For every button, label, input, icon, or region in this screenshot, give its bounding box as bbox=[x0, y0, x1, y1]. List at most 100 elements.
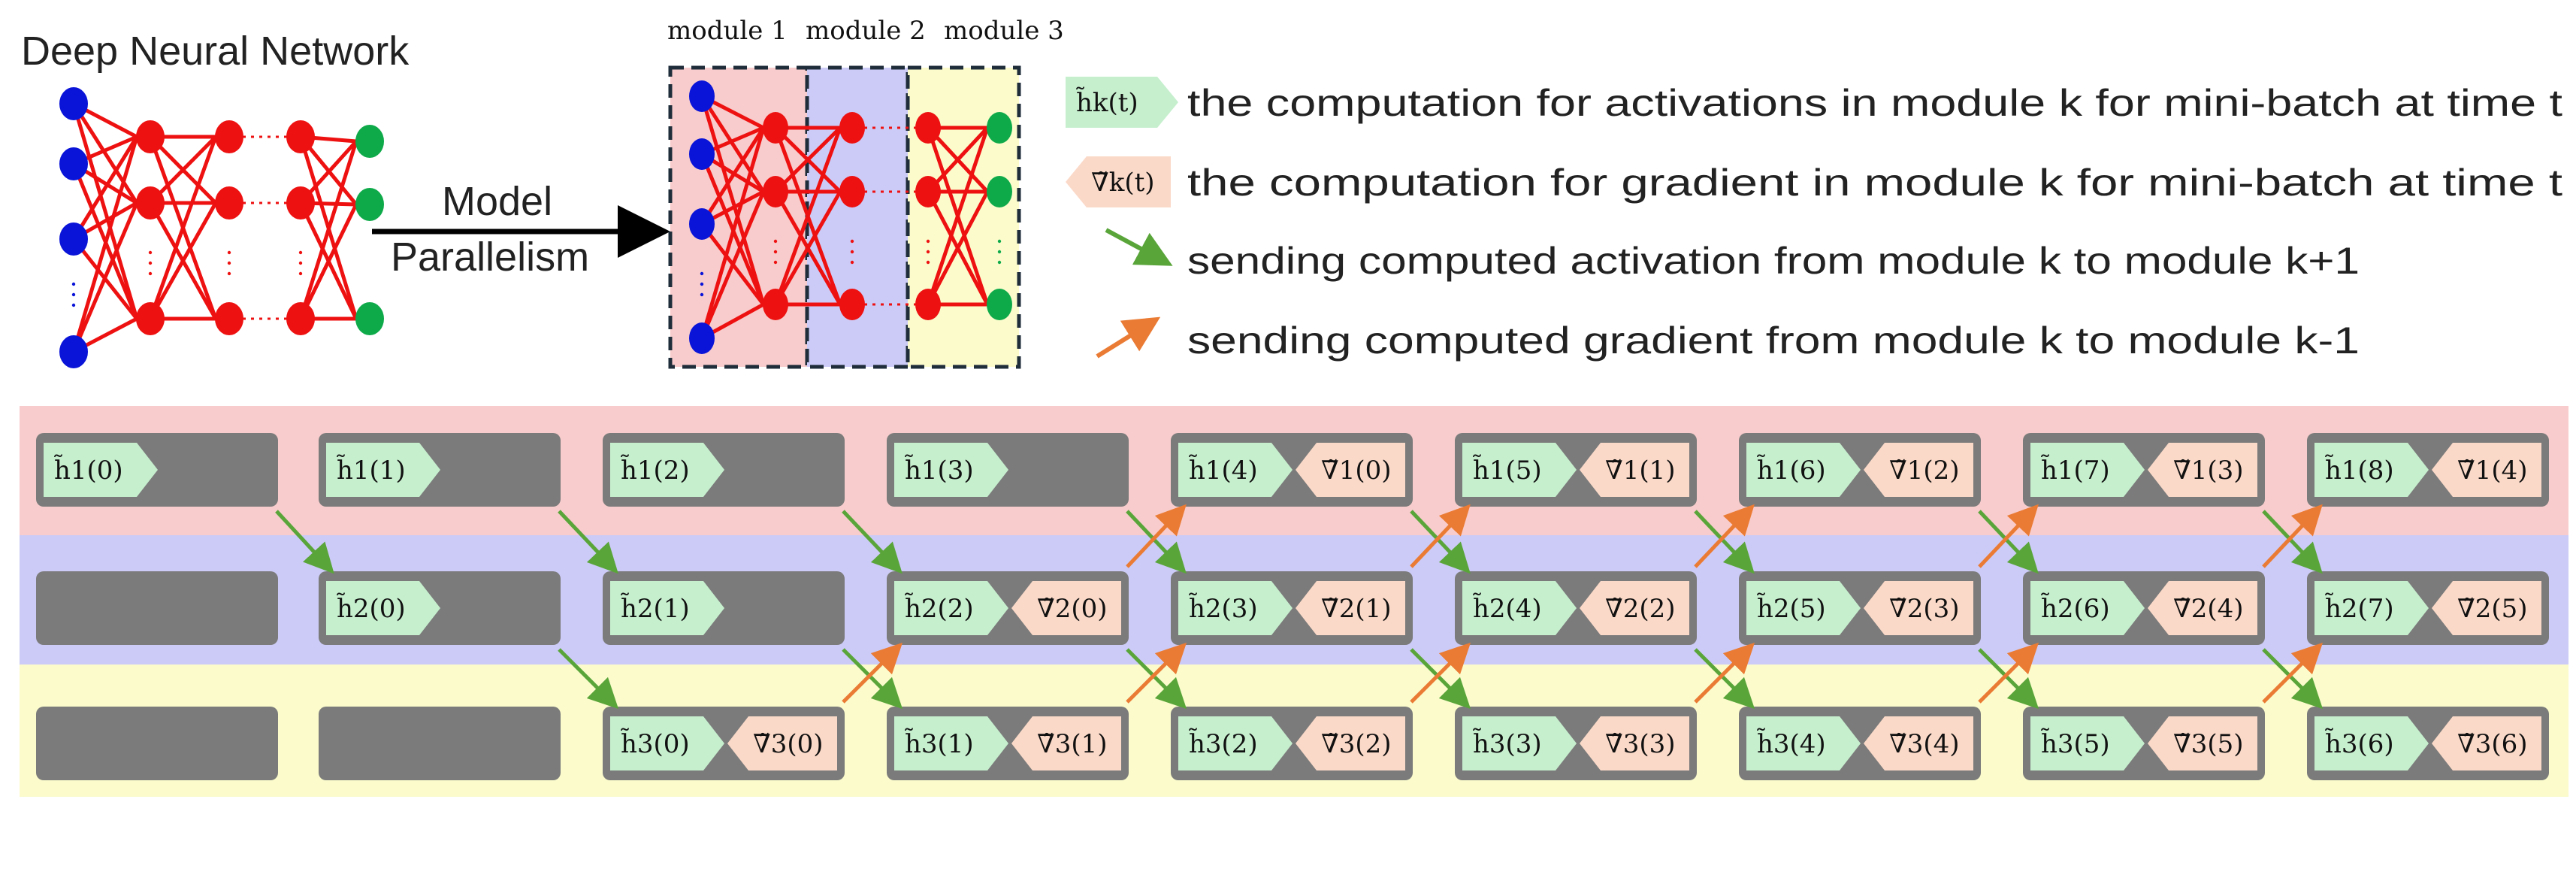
activation-tag-shape bbox=[326, 443, 440, 497]
cell-activation: h̃3(3) bbox=[1462, 716, 1577, 770]
send-gradient-arrow bbox=[1126, 642, 1187, 704]
dnn-edge bbox=[71, 136, 139, 353]
input-node bbox=[689, 322, 715, 354]
cell-activation: h̃1(6) bbox=[1746, 443, 1861, 497]
gradient-tag-shape bbox=[727, 716, 837, 770]
send-gradient-arrow bbox=[842, 642, 903, 704]
activation-tag-shape bbox=[894, 581, 1008, 635]
gradient-label: ∇̃1(3) bbox=[2173, 456, 2244, 486]
send-gradient-arrow bbox=[1126, 504, 1187, 568]
pipeline-cell: h̃2(1) bbox=[603, 571, 845, 645]
dnn-edge bbox=[773, 127, 842, 305]
activation-label: h̃2(7) bbox=[2325, 593, 2394, 624]
activation-label: h̃2(3) bbox=[1189, 593, 1258, 624]
legend-text: the computation for activations in modul… bbox=[1187, 82, 2562, 124]
dnn-ellipsis-dot bbox=[71, 282, 76, 286]
gradient-label: ∇̃3(6) bbox=[2457, 729, 2528, 759]
cell-gradient: ∇̃2(0) bbox=[1011, 581, 1121, 635]
cell-activation: h̃1(7) bbox=[2030, 443, 2145, 497]
gradient-tag-shape bbox=[1296, 443, 1405, 497]
activation-label: h̃1(8) bbox=[2325, 455, 2394, 486]
legend-text: the computation for gradient in module k… bbox=[1187, 162, 2562, 204]
legend-gradient-icon: ∇̃k(t) bbox=[1066, 156, 1171, 207]
hidden-node bbox=[763, 176, 788, 207]
gradient-label: ∇̃1(2) bbox=[1889, 456, 1960, 486]
hidden-node bbox=[286, 302, 315, 335]
dnn-ellipsis-dot bbox=[227, 250, 231, 255]
pipeline-cell: h̃2(3) ∇̃2(1) bbox=[1171, 571, 1413, 645]
pipeline-schedule: h̃1(0)h̃1(1)h̃1(2)h̃1(3)h̃1(4)∇̃1(0)h̃1(… bbox=[20, 406, 2568, 797]
dnn-ellipsis-dot bbox=[700, 271, 704, 276]
activation-tag-shape bbox=[2030, 716, 2145, 770]
partitioned-neural-network-graph bbox=[689, 80, 1012, 354]
output-node bbox=[987, 112, 1012, 144]
pipeline-cell: h̃2(6)∇̃2(4) bbox=[2023, 571, 2265, 645]
send-activation-arrow bbox=[558, 648, 619, 710]
pipeline-cell: h̃2(4)∇̃2(2) bbox=[1455, 571, 1697, 645]
input-node bbox=[689, 80, 715, 112]
send-gradient-arrow bbox=[1694, 504, 1755, 568]
gradient-arrows bbox=[842, 504, 2324, 704]
pipeline-cell: h̃3(2)∇̃3(2) bbox=[1171, 707, 1413, 780]
send-gradient-arrow bbox=[1410, 642, 1471, 704]
input-node bbox=[689, 138, 715, 170]
hidden-node bbox=[839, 176, 865, 207]
activation-label: h̃2(1) bbox=[621, 593, 690, 624]
send-gradient-arrow bbox=[2262, 504, 2323, 568]
legend: h̃k(t)the computation for activations in… bbox=[1066, 77, 2562, 362]
cell-activation: h̃3(4) bbox=[1746, 716, 1861, 770]
hidden-node bbox=[763, 289, 788, 320]
activation-label: h̃1(2) bbox=[621, 455, 690, 486]
output-node bbox=[355, 188, 384, 221]
cell-gradient: ∇̃3(1) bbox=[1011, 716, 1121, 770]
dnn-edge bbox=[71, 103, 139, 319]
dnn-ellipsis-dot bbox=[700, 282, 704, 286]
cell-activation: h̃2(7) bbox=[2314, 581, 2429, 635]
pipeline-cell: h̃1(2) bbox=[603, 433, 845, 507]
legend-text: sending computed activation from module … bbox=[1187, 240, 2360, 282]
legend-orange-arrow-icon bbox=[1096, 316, 1161, 359]
dnn-ellipsis-dot bbox=[773, 239, 778, 244]
pipeline-cell bbox=[319, 707, 561, 780]
gradient-label: ∇̃3(0) bbox=[753, 729, 824, 759]
gradient-label: ∇̃3(3) bbox=[1605, 729, 1676, 759]
gradient-tag-shape bbox=[1580, 443, 1689, 497]
hidden-node bbox=[136, 120, 165, 153]
module-2-box bbox=[805, 65, 910, 369]
module-1-label: module 1 bbox=[667, 16, 788, 46]
dnn-edge bbox=[700, 95, 766, 305]
dnn-ellipsis-dot bbox=[926, 260, 930, 265]
send-gradient-arrow bbox=[1978, 504, 2039, 568]
dnn-title: Deep Neural Network bbox=[21, 29, 410, 74]
activation-label: h̃1(4) bbox=[1189, 455, 1258, 486]
pipeline-cell: h̃1(7) ∇̃1(3) bbox=[2023, 433, 2265, 507]
deep-neural-network-graph bbox=[59, 87, 384, 368]
hidden-node bbox=[915, 112, 941, 144]
activation-tag-shape bbox=[1178, 581, 1293, 635]
pipeline-cell: h̃2(5)∇̃2(3) bbox=[1739, 571, 1981, 645]
pipeline-cell bbox=[36, 571, 278, 645]
gradient-label: ∇̃2(1) bbox=[1321, 594, 1392, 624]
hidden-node bbox=[915, 176, 941, 207]
cell-activation: h̃1(4) bbox=[1178, 443, 1293, 497]
cell-gradient: ∇̃1(1) bbox=[1580, 443, 1689, 497]
gradient-label: ∇̃3(4) bbox=[1889, 729, 1960, 759]
input-node bbox=[689, 208, 715, 240]
legend-activation-icon: h̃k(t) bbox=[1066, 77, 1178, 128]
dnn-edge bbox=[71, 202, 139, 353]
activation-label: h̃1(3) bbox=[905, 455, 974, 486]
dnn-ellipsis-dot bbox=[227, 261, 231, 265]
parallelism-label: Parallelism bbox=[391, 235, 589, 280]
pipeline-cell bbox=[36, 707, 278, 780]
pipeline-cell: h̃1(8)∇̃1(4) bbox=[2307, 433, 2549, 507]
cell-activation: h̃2(3) bbox=[1178, 581, 1293, 635]
legend-green-arrow-icon bbox=[1105, 228, 1173, 266]
output-node bbox=[987, 289, 1012, 320]
hidden-node bbox=[286, 186, 315, 219]
cell-gradient: ∇̃3(5) bbox=[2148, 716, 2257, 770]
dnn-ellipsis-dot bbox=[298, 261, 303, 265]
gradient-tag-shape bbox=[2432, 443, 2541, 497]
cell-activation: h̃1(2) bbox=[610, 443, 724, 497]
gradient-tag-shape bbox=[1580, 581, 1689, 635]
send-gradient-arrow bbox=[1410, 504, 1471, 568]
